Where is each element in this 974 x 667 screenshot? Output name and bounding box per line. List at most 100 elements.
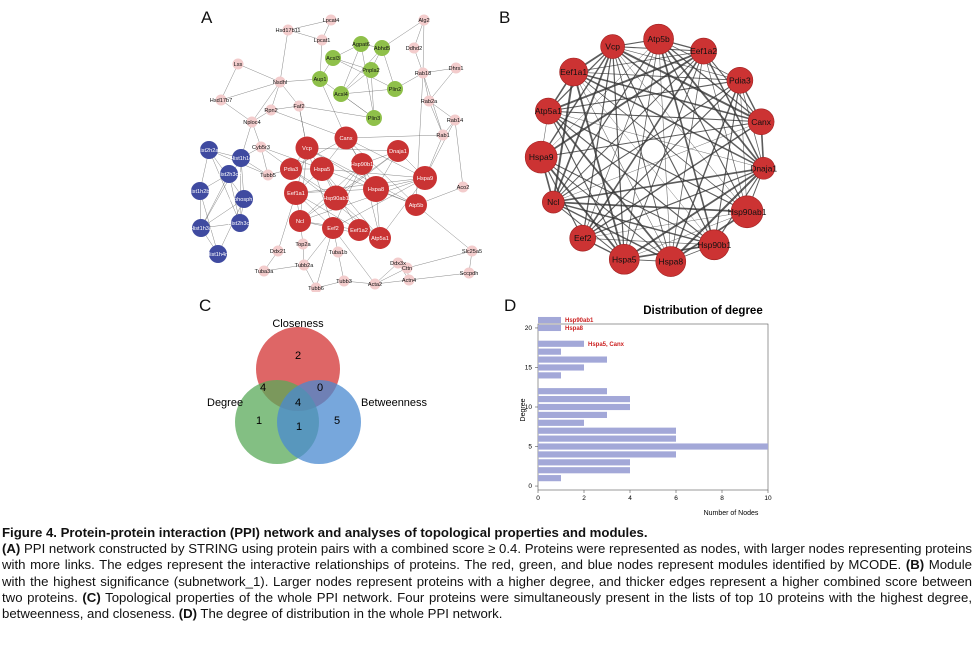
module-node: Eef2 (569, 224, 597, 252)
network-edge (408, 272, 470, 281)
module-edge (658, 38, 762, 123)
network-edge (220, 99, 253, 123)
module-edge (612, 46, 748, 212)
network-node: Tubb3 (336, 275, 352, 287)
node-label: Eef2 (327, 226, 339, 232)
module-node-circle (655, 246, 687, 277)
network-node: Faf2 (293, 100, 305, 112)
node-circle (209, 245, 227, 263)
module-edge (553, 201, 715, 246)
node-circle (423, 95, 435, 107)
node-label: Ddx21 (270, 249, 286, 255)
module-edge (548, 79, 740, 112)
node-label: Cyb5r3 (252, 145, 270, 151)
network-edge (406, 250, 473, 269)
network-node: Lpcat4 (323, 14, 339, 26)
venn-closeness-betweenness: 0 (317, 382, 323, 394)
node-label: Hist1h4m (206, 252, 230, 258)
degree-bar (538, 340, 584, 347)
node-label: Vcp (302, 146, 312, 152)
network-edge (345, 137, 426, 179)
node-label: Hsd17b7 (210, 98, 232, 104)
betweenness-label: Betweenness (361, 397, 428, 409)
node-circle (272, 245, 284, 257)
node-label: Rpn2 (264, 108, 277, 114)
module-edge (548, 50, 704, 112)
network-edge (332, 177, 426, 229)
node-label: Canx (339, 136, 352, 142)
network-node: Pdia3 (280, 158, 302, 180)
node-circle (392, 257, 404, 269)
network-node: Tubb2a (295, 259, 315, 271)
module-edge (612, 46, 740, 81)
node-circle (387, 81, 403, 97)
node-label: Mphosph1a (229, 197, 259, 203)
network-edge (306, 147, 377, 190)
node-label: Hist2h3c2 (217, 172, 242, 178)
module-edge (573, 71, 748, 213)
degree-label: Degree (207, 397, 243, 409)
node-label: Hspa8 (368, 187, 384, 193)
network-node: Ddx21 (270, 245, 286, 257)
node-label: Acsl4 (334, 92, 348, 98)
node-circle (200, 141, 218, 159)
network-node: Ncl (289, 210, 311, 232)
network-edge (335, 150, 399, 199)
module-edge (540, 156, 625, 260)
node-circle (369, 278, 381, 290)
module-edge (582, 237, 715, 246)
node-circle (323, 185, 349, 211)
node-circle (310, 282, 322, 294)
node-circle (413, 166, 437, 190)
node-circle (418, 14, 430, 26)
module-edge (573, 71, 762, 123)
node-label: Plin3 (368, 116, 380, 122)
figure-caption: Figure 4. Protein-protein interaction (P… (2, 525, 972, 622)
betweenness-circle (277, 380, 361, 464)
x-tick-label: 6 (674, 495, 678, 502)
module-edge (540, 156, 672, 262)
network-node: Vcp (295, 136, 319, 160)
module-node-circle (730, 195, 764, 229)
module-edge (547, 110, 625, 260)
module-node-label: Hspa5 (612, 254, 637, 264)
node-circle (231, 214, 249, 232)
degree-bar (538, 467, 630, 474)
module-node-label: Hspa9 (529, 152, 554, 162)
node-label: Actn4 (402, 278, 416, 284)
module-node-circle (535, 97, 562, 125)
node-label: Tubb2a (295, 263, 315, 269)
module-nodes: Atp5bEef1a2Pdia3CanxDnaja1Hsp90ab1Hsp90b… (524, 23, 777, 277)
closeness-label: Closeness (272, 318, 324, 330)
network-edge (306, 147, 334, 229)
module-node-label: Hsp90ab1 (728, 207, 767, 217)
module-edge (702, 50, 765, 169)
x-tick-label: 2 (582, 495, 586, 502)
y-tick-label: 20 (525, 325, 533, 332)
node-label: Nsdhl (273, 80, 287, 86)
node-label: Hsp90ab1 (323, 196, 349, 202)
module-edge (582, 167, 764, 239)
module-node-label: Eef2 (574, 233, 592, 243)
node-circle (348, 219, 370, 241)
network-edge (220, 81, 281, 101)
x-axis-label: Number of Nodes (704, 510, 759, 517)
network-node: Plin3 (366, 110, 382, 126)
panel-label-c: C (199, 296, 212, 315)
module-edge (624, 211, 748, 260)
module-edge (540, 38, 659, 158)
network-node: Ddhd2 (406, 42, 422, 54)
degree-bar (538, 419, 584, 426)
network-edge (270, 109, 347, 139)
module-node: Hsp90ab1 (728, 195, 767, 229)
node-label: Rab1 (436, 133, 449, 139)
venn-panel-c: C Closeness Degree Betweenness 2 4 0 4 1… (195, 296, 435, 486)
module-edge (739, 80, 748, 212)
network-node: Tubb6 (308, 282, 324, 294)
node-label: Hsp90b1 (351, 162, 373, 168)
network-node: Actn4 (402, 274, 416, 286)
degree-bar (538, 324, 561, 332)
degree-bar (538, 356, 607, 363)
network-edge (422, 19, 425, 74)
module-edge (541, 121, 762, 158)
